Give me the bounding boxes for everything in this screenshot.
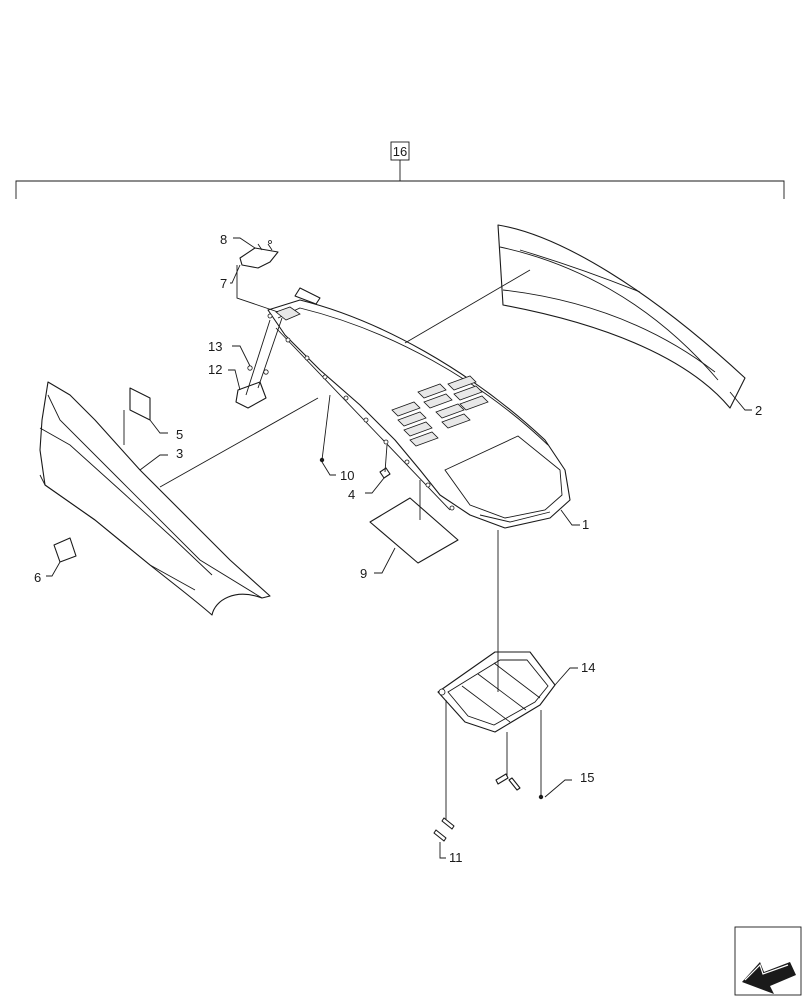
assembly-lines bbox=[159, 265, 542, 820]
callout-7: 7 bbox=[220, 276, 227, 291]
vent-slots bbox=[391, 375, 489, 447]
part-4-clip bbox=[379, 444, 391, 479]
mounting-holes bbox=[267, 313, 455, 511]
callout-14: 14 bbox=[581, 660, 595, 675]
part-15-bolts bbox=[495, 773, 544, 800]
callout-10: 10 bbox=[340, 468, 354, 483]
part-3-left-fender bbox=[39, 381, 271, 616]
part-12-hinge bbox=[235, 317, 283, 409]
part-1-hood-panel bbox=[267, 287, 571, 529]
callout-15: 15 bbox=[580, 770, 594, 785]
group-label: 16 bbox=[393, 144, 407, 159]
part-5-bracket bbox=[123, 387, 151, 445]
callout-5: 5 bbox=[176, 427, 183, 442]
callout-3: 3 bbox=[176, 446, 183, 461]
part-10-fastener bbox=[319, 394, 331, 463]
group-bracket: 16 bbox=[15, 141, 785, 199]
callout-8: 8 bbox=[220, 232, 227, 247]
part-9-insulation-sheet bbox=[369, 497, 459, 564]
callout-12: 12 bbox=[208, 362, 222, 377]
callout-labels: 1 2 3 4 5 6 7 8 9 10 11 12 13 14 15 bbox=[34, 232, 762, 865]
callout-2: 2 bbox=[755, 403, 762, 418]
callout-6: 6 bbox=[34, 570, 41, 585]
arrow-left-icon[interactable] bbox=[734, 926, 802, 996]
part-2-right-fender bbox=[497, 224, 746, 409]
part-11-pin bbox=[433, 817, 455, 842]
callout-11: 11 bbox=[449, 850, 463, 865]
callout-1: 1 bbox=[582, 517, 589, 532]
part-7-bracket bbox=[239, 240, 279, 269]
callout-4: 4 bbox=[348, 487, 355, 502]
part-6-bracket bbox=[53, 537, 77, 563]
callout-13: 13 bbox=[208, 339, 222, 354]
callout-9: 9 bbox=[360, 566, 367, 581]
callout-leaders bbox=[46, 237, 752, 859]
part-14-tray bbox=[437, 651, 556, 733]
